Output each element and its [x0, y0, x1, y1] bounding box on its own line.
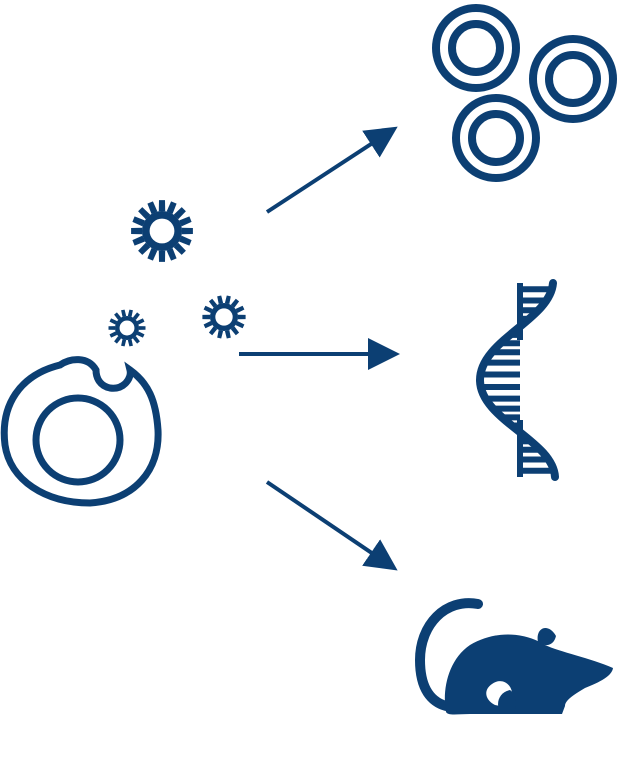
arrow-up-right-icon	[265, 126, 398, 214]
cell-cluster-icon	[432, 4, 617, 182]
dna-helix-icon	[475, 279, 559, 481]
vesicle-large	[131, 200, 193, 262]
vesicle-small-right	[202, 295, 246, 339]
arrow-down-right-icon	[265, 480, 398, 571]
vesicle-small-left	[108, 309, 146, 347]
mouse-icon	[414, 598, 613, 715]
cell-budding-icon	[0, 356, 162, 507]
